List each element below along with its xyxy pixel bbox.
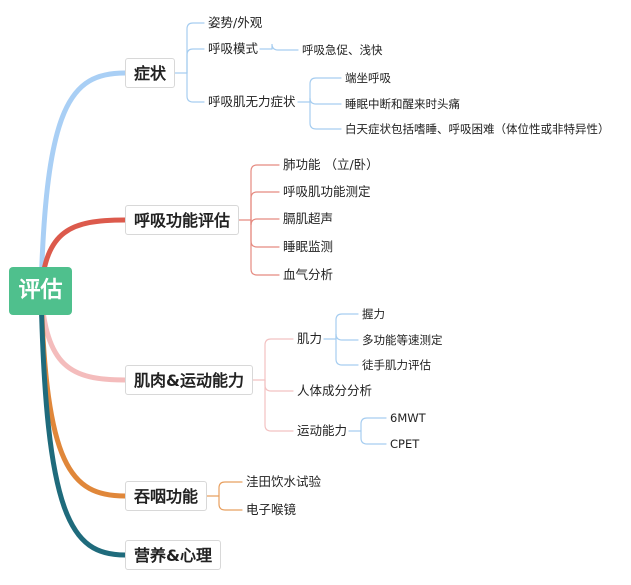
leaf-isokinetic[interactable]: 多功能等速测定	[362, 333, 443, 347]
leaf-sleep-headache[interactable]: 睡眠中断和醒来时头痛	[345, 97, 460, 111]
node-resp-muscle-test[interactable]: 呼吸肌功能测定	[283, 184, 371, 199]
branch-0-fan-link-2	[186, 72, 205, 103]
branch-0-fan-link-1	[186, 48, 205, 74]
branch-connector-4	[38, 288, 128, 558]
branch-2-fan-link-2	[264, 379, 294, 432]
branch-resp-function[interactable]: 呼吸功能评估	[125, 205, 240, 235]
node-water-swallow-test[interactable]: 洼田饮水试验	[246, 474, 322, 489]
node-sleep-monitoring[interactable]: 睡眠监测	[283, 239, 334, 254]
root-node[interactable]: 评估	[9, 267, 72, 315]
node-body-composition[interactable]: 人体成分分析	[297, 383, 373, 398]
node-muscle-strength[interactable]: 肌力	[297, 331, 323, 346]
branch-1-fan-link-3	[250, 219, 280, 248]
branch-2-child-0-fan-link-0	[335, 313, 359, 340]
branch-0-child-1-fan-link-0	[271, 43, 299, 51]
branch-2-fan-link-0	[264, 338, 294, 381]
branch-1-fan-link-0	[250, 164, 280, 221]
branch-1-fan-link-2	[250, 218, 280, 226]
branch-0-child-2-fan-link-2	[309, 101, 342, 130]
branch-3-fan-link-1	[218, 495, 243, 511]
leaf-grip[interactable]: 握力	[362, 307, 385, 321]
node-laryngoscope[interactable]: 电子喉镜	[246, 502, 297, 517]
branch-2-fan-link-1	[264, 379, 294, 392]
branch-nutrition-psych[interactable]: 营养&心理	[125, 540, 221, 570]
branch-1-fan-link-1	[250, 191, 280, 221]
branch-swallowing[interactable]: 吞咽功能	[125, 481, 208, 511]
leaf-manual-muscle[interactable]: 徒手肌力评估	[362, 358, 431, 372]
branch-1-fan-link-4	[250, 219, 280, 276]
branch-2-child-2-fan-link-0	[360, 417, 387, 432]
node-diaphragm-ultrasound[interactable]: 膈肌超声	[283, 211, 334, 226]
leaf-orthopnea[interactable]: 端坐呼吸	[345, 71, 391, 85]
branch-connector-0	[38, 70, 128, 294]
leaf-daytime-symptoms[interactable]: 白天症状包括嗜睡、呼吸困难（体位性或非特异性）	[345, 122, 610, 136]
branch-0-fan-link-0	[186, 22, 205, 74]
branch-3-fan-link-0	[218, 481, 243, 497]
node-lung-function[interactable]: 肺功能 （立/卧）	[283, 157, 379, 172]
node-breathing-pattern[interactable]: 呼吸模式	[208, 41, 259, 56]
branch-2-child-0-fan-link-1	[335, 333, 359, 341]
node-exercise-capacity[interactable]: 运动能力	[297, 423, 348, 438]
leaf-cpet[interactable]: CPET	[390, 437, 420, 451]
branch-2-child-2-fan-link-1	[360, 430, 387, 445]
node-resp-muscle-weakness[interactable]: 呼吸肌无力症状	[208, 94, 296, 109]
branch-muscle-exercise[interactable]: 肌肉&运动能力	[125, 365, 253, 395]
branch-0-child-2-fan-link-1	[309, 97, 342, 105]
branch-symptoms[interactable]: 症状	[125, 58, 176, 88]
node-blood-gas[interactable]: 血气分析	[283, 267, 334, 282]
leaf-rapid-shallow[interactable]: 呼吸急促、浅快	[302, 43, 383, 57]
branch-2-child-0-fan-link-2	[335, 338, 359, 366]
node-posture[interactable]: 姿势/外观	[208, 15, 263, 30]
branch-0-child-2-fan-link-0	[309, 77, 342, 103]
leaf-6mwt[interactable]: 6MWT	[390, 411, 426, 425]
